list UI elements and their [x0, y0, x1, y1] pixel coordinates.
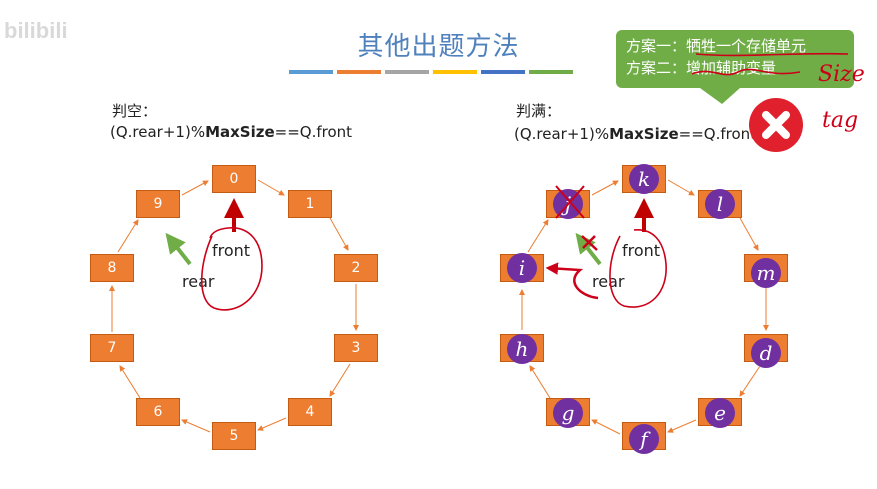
- solution-one: 方案一：牺牲一个存储单元: [626, 37, 807, 55]
- handwritten-underline: [695, 52, 849, 57]
- right-ring-arrows: [519, 179, 769, 435]
- handwritten-tag: tag: [822, 108, 859, 133]
- queue-slot-0: 0: [212, 165, 256, 193]
- rear-pointer-label: rear: [182, 272, 215, 291]
- rear-arrow: [575, 232, 602, 266]
- solution-two: 方案二：增加辅助变量: [626, 59, 777, 77]
- left-ring-arrows: [109, 179, 359, 433]
- handwritten-arrow: [545, 262, 599, 300]
- queue-slot-1: 1: [288, 190, 332, 218]
- queue-slot-8: 8: [90, 254, 134, 282]
- handwritten-cross: [581, 235, 598, 251]
- invalid-x-icon: [749, 98, 803, 152]
- handwritten-circle: [609, 229, 667, 308]
- queue-element: l: [705, 189, 735, 219]
- color-bar-segment: [529, 70, 573, 74]
- queue-slot-4: 4: [288, 398, 332, 426]
- handwritten-size: Size: [818, 62, 865, 87]
- color-bar-segment: [337, 70, 381, 74]
- queue-slot-5: 5: [212, 422, 256, 450]
- empty-check-formula: (Q.rear+1)%MaxSize==Q.front: [110, 123, 353, 141]
- solution-callout: [616, 30, 854, 88]
- color-bar-segment: [385, 70, 429, 74]
- rear-pointer-label: rear: [592, 272, 625, 291]
- queue-element: k: [629, 164, 659, 194]
- queue-slot-3: 3: [334, 334, 378, 362]
- queue-slot-9: 9: [136, 190, 180, 218]
- full-check-formula: (Q.rear+1)%MaxSize==Q.front？: [514, 125, 772, 143]
- empty-check-heading: 判空：: [112, 102, 158, 120]
- watermark: bilibili: [4, 18, 68, 43]
- front-pointer-label: front: [622, 241, 661, 260]
- handwritten-underline: [691, 68, 801, 76]
- color-bar-segment: [289, 70, 333, 74]
- queue-slot-7: 7: [90, 334, 134, 362]
- rear-arrow: [165, 232, 192, 266]
- queue-element: g: [553, 398, 583, 428]
- crossed-out-slot: [555, 185, 585, 219]
- front-pointer-label: front: [212, 241, 251, 260]
- queue-element: i: [507, 253, 537, 283]
- handwritten-circle: [200, 227, 263, 311]
- queue-element: f: [629, 424, 659, 454]
- queue-element: h: [507, 334, 537, 364]
- full-check-heading: 判满：: [516, 102, 562, 120]
- queue-element: d: [751, 338, 781, 368]
- queue-slot-6: 6: [136, 398, 180, 426]
- queue-slot-2: 2: [334, 254, 378, 282]
- queue-element: e: [705, 398, 735, 428]
- color-bar-segment: [433, 70, 477, 74]
- color-bar-segment: [481, 70, 525, 74]
- page-title: 其他出题方法: [357, 32, 520, 62]
- queue-element: m: [751, 258, 781, 288]
